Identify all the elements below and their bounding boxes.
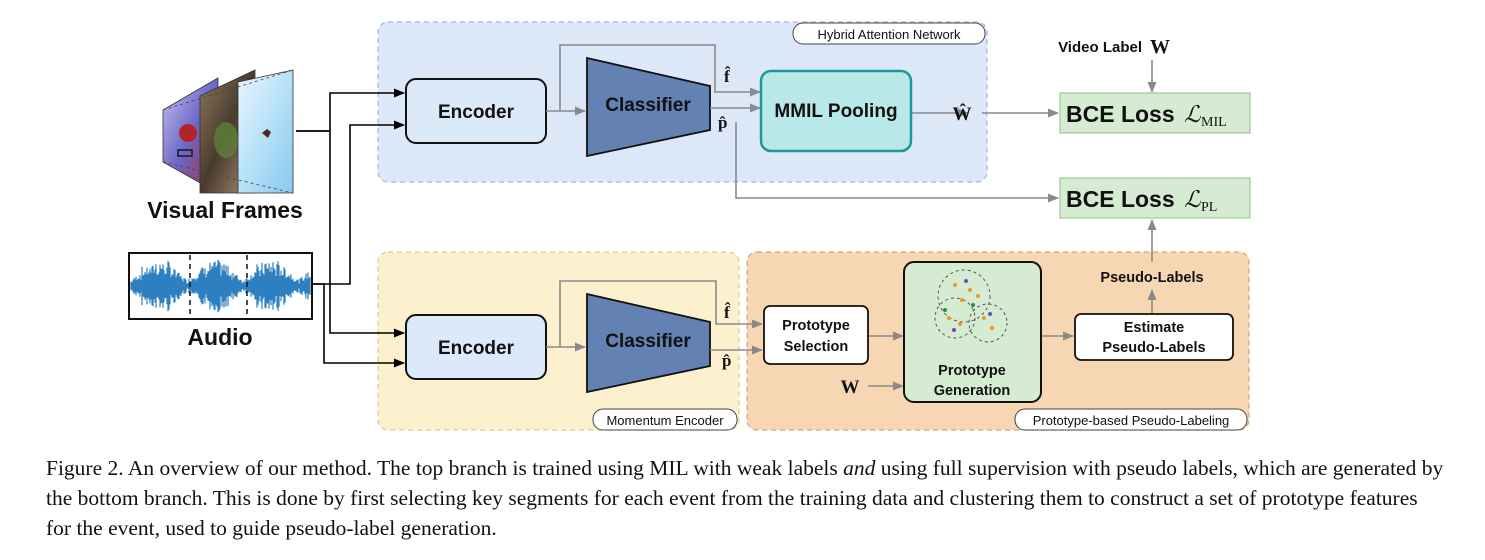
prototype-generation-box	[903, 261, 1042, 403]
prototype-selection-line1: Prototype	[782, 318, 850, 334]
input-arrows	[296, 88, 406, 368]
bce-loss-pl-label: BCE Loss	[1066, 186, 1175, 212]
pseudo-labels-text: Pseudo-Labels	[1100, 270, 1203, 286]
caption-part2: using full supervision with pseudo label…	[46, 456, 1444, 540]
momentum-label-pill	[592, 408, 738, 431]
bce-loss-mil-box	[1059, 92, 1251, 134]
w-hat-label: Ŵ	[953, 103, 972, 125]
prototype-generation-line2: Generation	[934, 383, 1011, 399]
top-p-hat: p̂	[718, 113, 727, 132]
caption-italic: and	[843, 456, 876, 480]
mmil-pooling-label: MMIL Pooling	[774, 101, 897, 122]
video-label-symbol: W	[1150, 36, 1170, 58]
prototype-selection-box	[763, 305, 869, 365]
bottom-branch-arrows	[546, 218, 1157, 391]
bce-loss-pl-symbol: ℒ	[1184, 187, 1201, 212]
han-label-pill	[792, 22, 986, 45]
top-classifier-label: Classifier	[605, 95, 691, 116]
bce-loss-mil-subscript: MIL	[1201, 115, 1227, 130]
bottom-classifier-label: Classifier	[605, 331, 691, 352]
estimate-pseudo-labels-box	[1074, 313, 1234, 361]
bottom-p-hat: p̂	[722, 351, 731, 370]
ppl-label: Prototype-based Pseudo-Labeling	[1033, 413, 1230, 428]
bce-loss-mil-label: BCE Loss	[1066, 101, 1175, 127]
estimate-line2: Pseudo-Labels	[1102, 340, 1205, 356]
w-input-label: W	[841, 377, 860, 398]
top-classifier-shape	[586, 56, 711, 158]
top-encoder-label: Encoder	[438, 102, 515, 123]
video-label-text: Video Label	[1058, 39, 1142, 56]
han-label: Hybrid Attention Network	[817, 27, 961, 42]
bottom-f-hat: f̂	[724, 303, 731, 322]
figure-caption: Figure 2. An overview of our method. The…	[46, 453, 1446, 543]
prototype-clusters-icon	[934, 269, 1008, 343]
momentum-label: Momentum Encoder	[606, 413, 724, 428]
bce-loss-mil-symbol: ℒ	[1184, 102, 1201, 127]
prototype-selection-line2: Selection	[784, 339, 848, 355]
caption-part1: Figure 2. An overview of our method. The…	[46, 456, 844, 480]
bottom-classifier-shape	[586, 292, 711, 394]
video-frames-icon	[162, 69, 294, 194]
audio-label: Audio	[187, 324, 252, 350]
momentum-encoder-region	[377, 251, 740, 431]
top-branch-arrows	[546, 44, 1157, 203]
mmil-pooling-box	[759, 69, 913, 153]
visual-frames-label: Visual Frames	[147, 197, 303, 223]
bottom-encoder-label: Encoder	[438, 338, 515, 359]
method-diagram: Hybrid Attention Network Momentum Encode…	[128, 21, 1251, 431]
bce-loss-pl-subscript: PL	[1201, 200, 1217, 215]
prototype-generation-line1: Prototype	[938, 363, 1006, 379]
waveform-icon	[128, 252, 313, 320]
bce-loss-pl-box	[1059, 177, 1251, 219]
estimate-line1: Estimate	[1124, 320, 1184, 336]
top-f-hat: f̂	[724, 67, 731, 86]
ppl-label-pill	[1014, 408, 1248, 431]
